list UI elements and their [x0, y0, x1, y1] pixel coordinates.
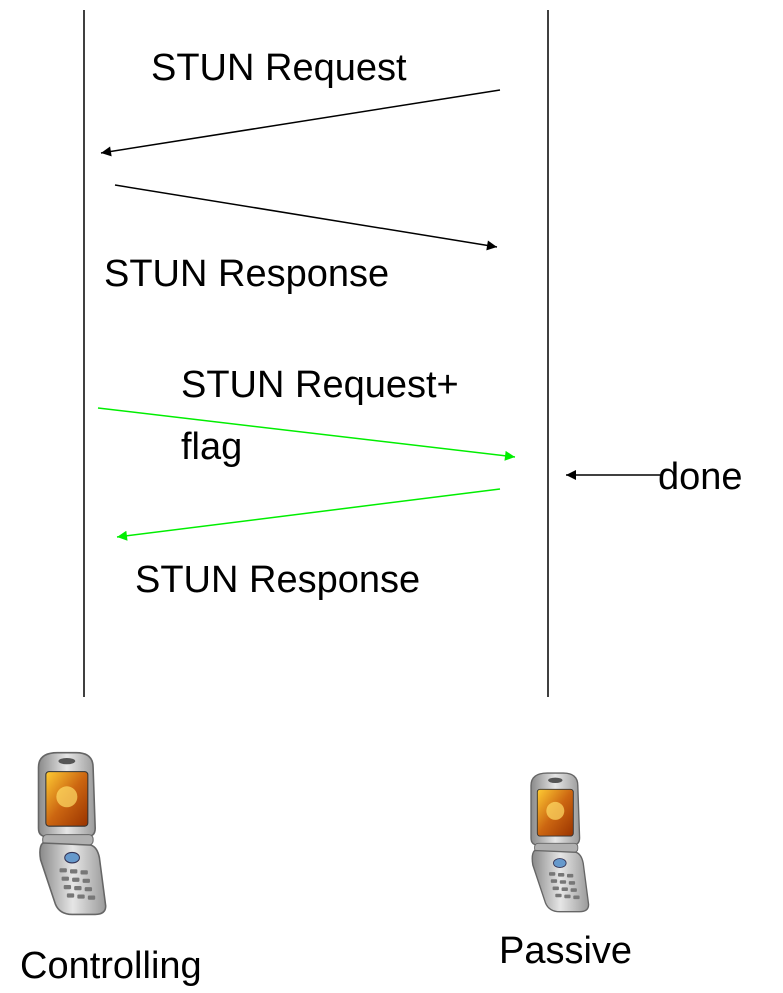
passive-label: Passive: [499, 930, 632, 972]
stun-request-label: STUN Request: [151, 47, 407, 89]
stun-response-label: STUN Response: [104, 253, 389, 295]
stun-request-flag-label-line2: flag: [181, 426, 242, 468]
controlling-phone-icon: [37, 751, 107, 916]
stun-response-green-arrow: [116, 488, 501, 541]
done-label: done: [658, 456, 743, 498]
stun-request-arrow: [100, 89, 501, 157]
stun-request-flag-label-line1: STUN Request+: [181, 364, 459, 406]
stun-response-green-label: STUN Response: [135, 559, 420, 601]
controlling-label: Controlling: [20, 945, 202, 987]
stun-request-flag-arrow: [97, 407, 516, 461]
stun-response-arrow: [114, 184, 498, 251]
passive-phone-icon: [530, 772, 590, 913]
